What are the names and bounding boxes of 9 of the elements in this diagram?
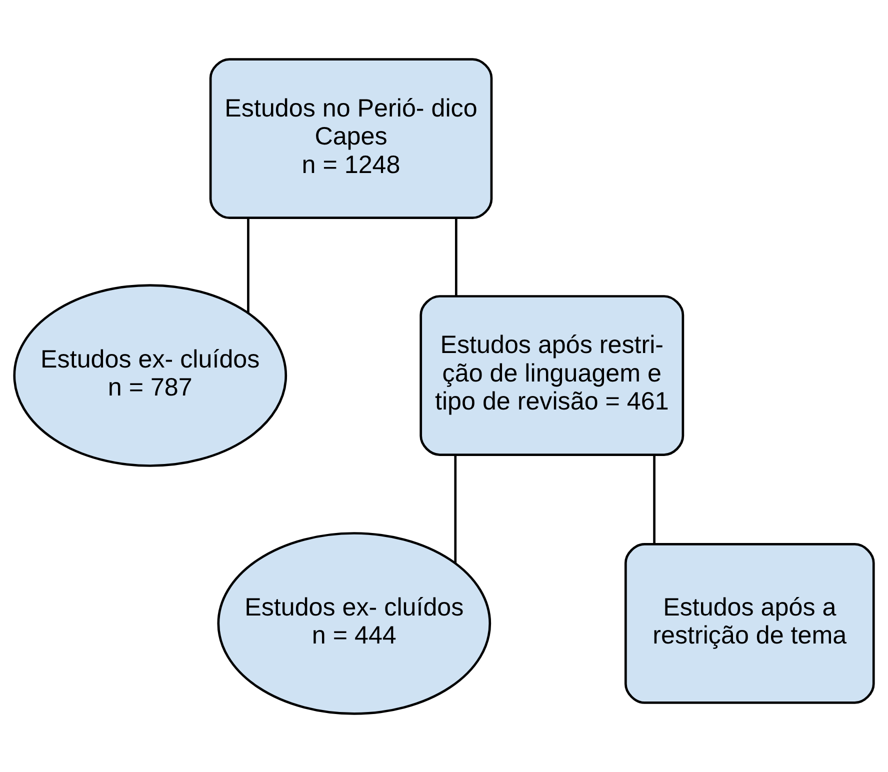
connector xyxy=(454,218,458,296)
node-ellipse: Estudos ex- cluídos n = 444 xyxy=(217,532,492,714)
node-box: Estudos após a restrição de tema xyxy=(624,542,875,704)
node-ellipse: Estudos ex- cluídos n = 787 xyxy=(13,284,288,466)
node-box: Estudos após restri- ção de linguagem e tipo de revisão = 461 xyxy=(420,294,684,456)
connector xyxy=(247,218,250,312)
connector xyxy=(653,454,656,544)
node-box: Estudos no Perió- dico Capes n = 1248 xyxy=(209,58,493,218)
connector xyxy=(454,454,457,563)
